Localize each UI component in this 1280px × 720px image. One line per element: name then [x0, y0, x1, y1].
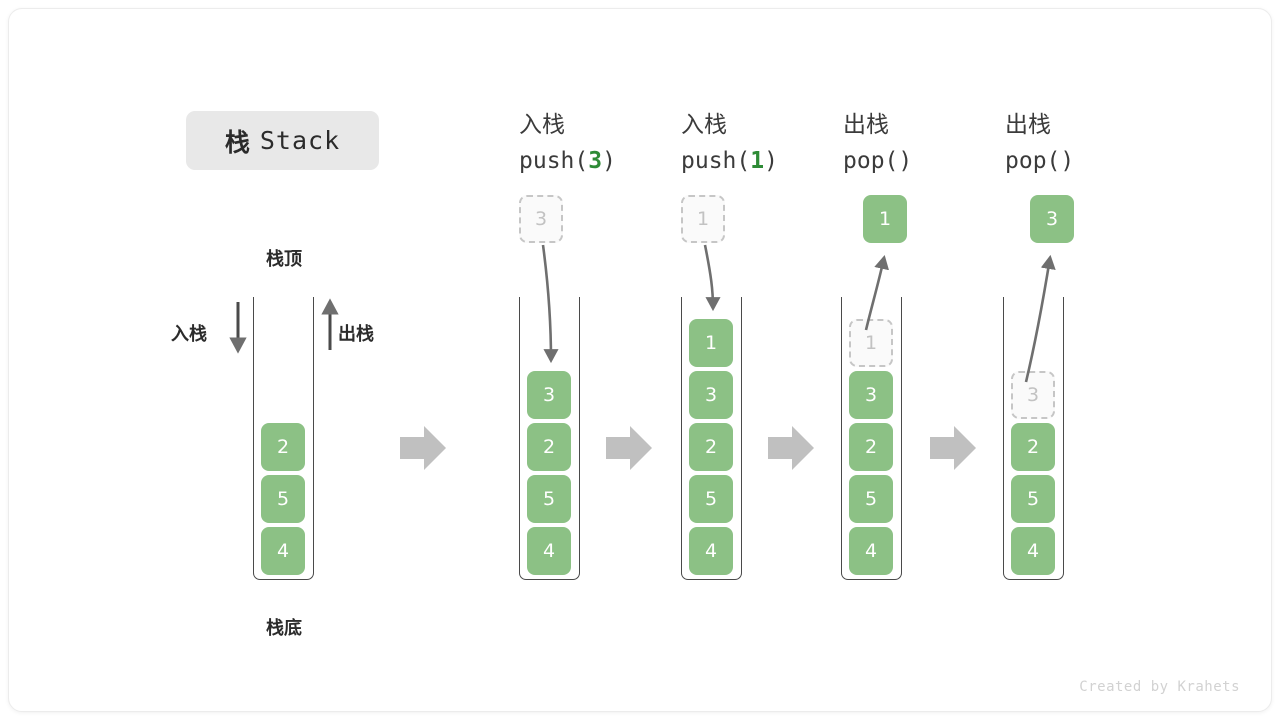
- floating-element-push-1: 1: [681, 195, 725, 243]
- diagram-title-chip: 栈 Stack: [186, 111, 379, 170]
- stack-cell: 5: [689, 475, 733, 523]
- stack-cell: 1: [689, 319, 733, 367]
- label-push-left: 入栈: [171, 324, 207, 344]
- code-suffix: ): [602, 147, 616, 174]
- code-arg: 1: [750, 147, 765, 174]
- label-stack-top: 栈顶: [266, 249, 302, 269]
- floating-element-pop-2: 3: [1030, 195, 1074, 243]
- credit-text: Created by Krahets: [1079, 679, 1240, 695]
- stack-container-initial: [253, 297, 314, 580]
- stage-op-code: pop(): [1005, 145, 1074, 178]
- stack-cell: 4: [527, 527, 571, 575]
- stack-cell: 5: [849, 475, 893, 523]
- title-chinese: 栈: [224, 128, 250, 157]
- stack-container-pop-1: [841, 297, 902, 580]
- stack-cell-ghost: 1: [849, 319, 893, 367]
- code-suffix: ): [898, 147, 913, 174]
- label-pop-left: 出栈: [338, 324, 374, 344]
- stack-cell: 2: [849, 423, 893, 471]
- stack-cell: 2: [527, 423, 571, 471]
- floating-element-pop-1: 1: [863, 195, 907, 243]
- stage-op-code: push(1): [681, 145, 778, 178]
- stage-op-label: 出栈: [843, 111, 889, 137]
- stack-cell: 3: [527, 371, 571, 419]
- stage-caption-pop-1: 出栈 pop(): [843, 108, 912, 177]
- stage-op-code: pop(): [843, 145, 912, 178]
- stack-cell: 5: [1011, 475, 1055, 523]
- stack-cell: 2: [261, 423, 305, 471]
- stack-cell-ghost: 3: [1011, 371, 1055, 419]
- floating-element-push-3: 3: [519, 195, 563, 243]
- label-stack-bottom: 栈底: [266, 618, 302, 638]
- stack-container-push-1: [681, 297, 742, 580]
- title-english: Stack: [259, 126, 341, 155]
- code-prefix: pop(: [1005, 147, 1061, 174]
- stage-caption-push-3: 入栈 push(3): [519, 108, 616, 177]
- code-suffix: ): [1060, 147, 1075, 174]
- stage-op-code: push(3): [519, 145, 616, 178]
- stack-cell: 5: [261, 475, 305, 523]
- stack-cell: 3: [849, 371, 893, 419]
- stage-caption-pop-2: 出栈 pop(): [1005, 108, 1074, 177]
- code-suffix: ): [764, 147, 778, 174]
- stack-cell: 2: [1011, 423, 1055, 471]
- stage-op-label: 入栈: [681, 111, 727, 137]
- stack-container-pop-2: [1003, 297, 1064, 580]
- code-prefix: push(: [519, 147, 589, 174]
- stage-op-label: 入栈: [519, 111, 565, 137]
- stack-cell: 4: [1011, 527, 1055, 575]
- stage-op-label: 出栈: [1005, 111, 1051, 137]
- stack-cell: 4: [261, 527, 305, 575]
- code-prefix: push(: [681, 147, 751, 174]
- stage-caption-push-1: 入栈 push(1): [681, 108, 778, 177]
- stack-container-push-3: [519, 297, 580, 580]
- stack-cell: 4: [689, 527, 733, 575]
- stack-cell: 3: [689, 371, 733, 419]
- code-arg: 3: [588, 147, 603, 174]
- stack-cell: 4: [849, 527, 893, 575]
- stack-cell: 5: [527, 475, 571, 523]
- code-prefix: pop(: [843, 147, 899, 174]
- stack-cell: 2: [689, 423, 733, 471]
